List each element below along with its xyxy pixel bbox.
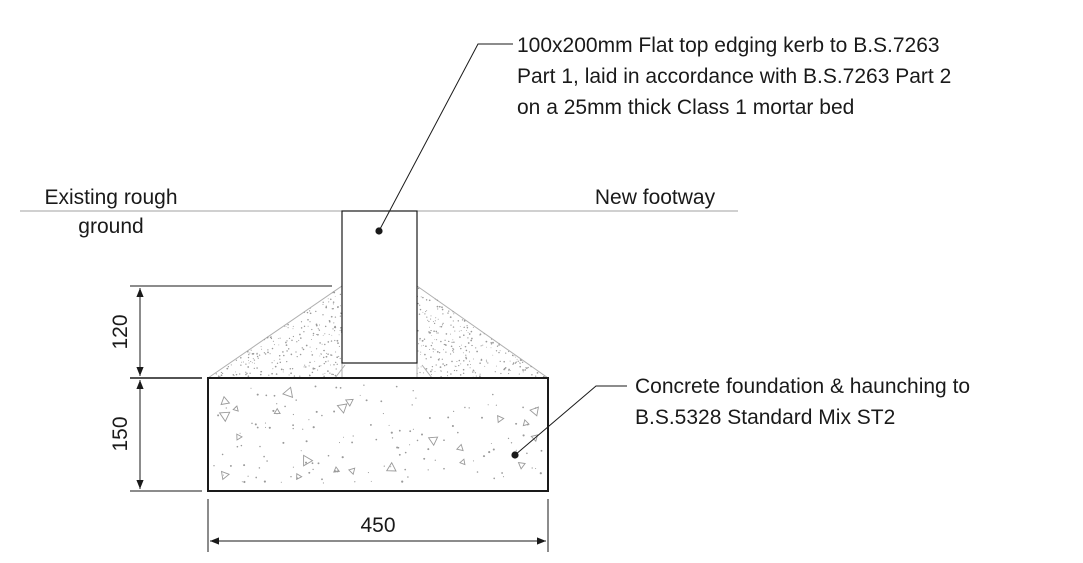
foundation-aggregate xyxy=(213,384,543,484)
kerb-note-line2: Part 1, laid in accordance with B.S.7263… xyxy=(517,65,951,88)
kerb-note-line1: 100x200mm Flat top edging kerb to B.S.72… xyxy=(517,34,940,57)
kerb-leader xyxy=(375,43,513,235)
kerb-note-line3: on a 25mm thick Class 1 mortar bed xyxy=(517,96,854,119)
foundation-note-line1: Concrete foundation & haunching to xyxy=(635,375,970,398)
dimension-450: 450 xyxy=(207,499,549,552)
existing-ground-label-line2: ground xyxy=(78,215,143,238)
existing-ground-label-line1: Existing rough xyxy=(44,186,177,209)
dimension-120: 120 xyxy=(109,285,332,379)
mortar-bed-right xyxy=(421,364,433,379)
dimension-150-label: 150 xyxy=(109,416,132,451)
mortar-bed-left xyxy=(334,364,346,379)
foundation-leader xyxy=(511,385,627,459)
concrete-foundation xyxy=(207,377,549,492)
kerb xyxy=(341,210,418,364)
new-footway-label: New footway xyxy=(595,186,716,209)
dimension-150: 150 xyxy=(109,380,202,492)
dimension-450-label: 450 xyxy=(360,514,395,537)
foundation-note-line2: B.S.5328 Standard Mix ST2 xyxy=(635,406,895,429)
dimension-120-label: 120 xyxy=(109,314,132,349)
